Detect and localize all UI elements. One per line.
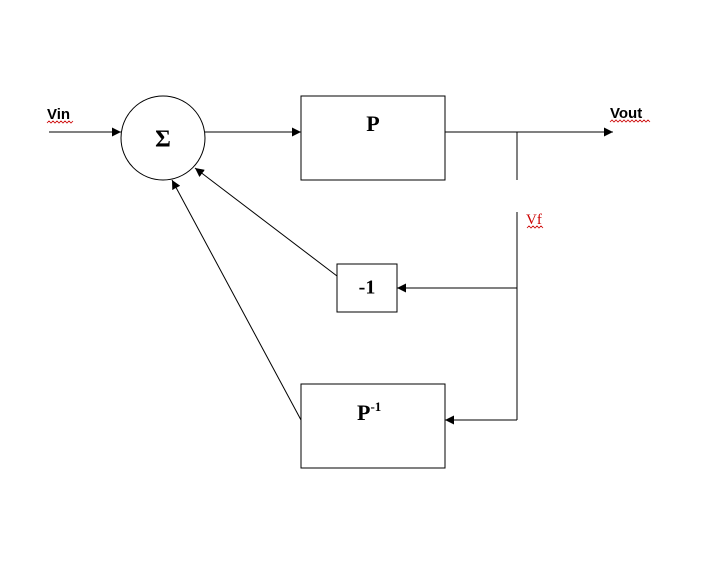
output-label-squiggle <box>609 119 651 123</box>
inverse-block-base: P <box>357 400 370 425</box>
feedback-label: Vf <box>526 212 542 228</box>
negation-block-label: -1 <box>359 277 376 299</box>
summer-symbol: Σ <box>155 127 171 153</box>
inverse-block-superscript: -1 <box>370 399 381 414</box>
output-label: Vout <box>610 105 642 122</box>
plant-block-label: P <box>366 111 379 136</box>
summing-junction <box>120 95 206 181</box>
inverse-block-label: P-1 <box>357 399 381 425</box>
negation-to-summer <box>194 167 338 277</box>
inverse-block <box>300 383 446 469</box>
inverse-to-summer <box>171 179 302 421</box>
plant-block <box>300 95 446 181</box>
negation-block <box>336 263 398 313</box>
input-label-squiggle <box>46 120 74 124</box>
feedback-label-squiggle <box>526 225 544 229</box>
input-label: Vin <box>47 106 70 123</box>
